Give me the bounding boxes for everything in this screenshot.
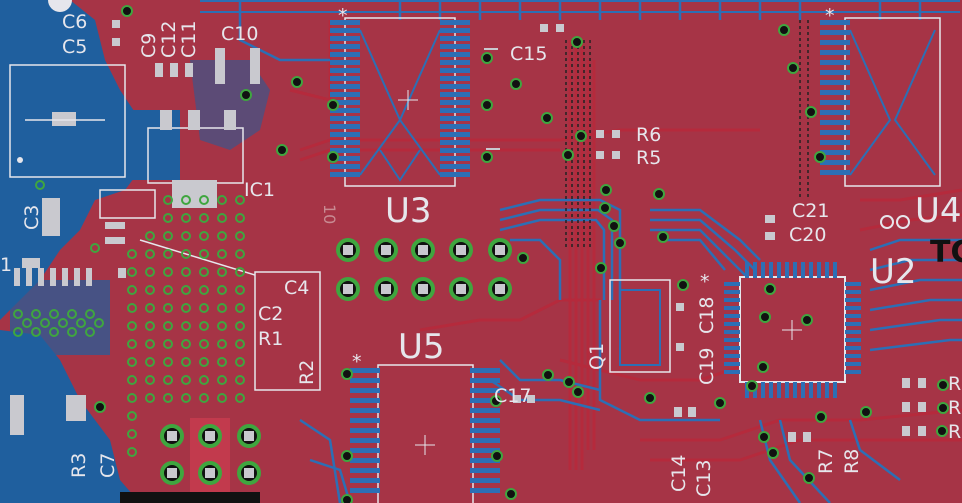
edge-ring-pads — [48, 0, 910, 229]
pin-header-6 — [120, 418, 261, 503]
label-c19: C19 — [696, 348, 718, 385]
bottom-copper-regions — [0, 0, 270, 503]
power-inductor-footprint — [9, 64, 126, 178]
label-r5: R5 — [636, 147, 661, 169]
via-field — [13, 180, 245, 457]
q1-crystal-footprint — [609, 279, 671, 373]
label-c10: C10 — [221, 23, 258, 45]
label-header-10: 10 — [320, 204, 339, 224]
label-q1: Q1 — [586, 343, 608, 370]
svg-text:*: * — [352, 351, 362, 373]
label-u2: U2 — [870, 252, 917, 292]
label-u4: U4 — [915, 191, 962, 231]
label-c11: C11 — [178, 21, 200, 58]
svg-text:*: * — [825, 5, 835, 27]
label-r8: R8 — [841, 449, 863, 474]
label-ic1: IC1 — [244, 179, 275, 201]
signal-vias — [94, 5, 949, 503]
label-c17: C17 — [494, 385, 531, 407]
label-c14: C14 — [668, 455, 690, 492]
ic1-regulator-footprint — [147, 110, 244, 208]
label-r-edge-c: R — [948, 421, 961, 443]
c2-r1-r2-area — [99, 189, 321, 391]
svg-text:*: * — [338, 5, 348, 27]
label-c9: C9 — [138, 33, 160, 58]
svg-text:*: * — [700, 271, 710, 293]
bottom-layer-traces — [200, 0, 962, 503]
label-tc-fragment: TC — [930, 235, 962, 270]
u3-footprint: * — [330, 5, 470, 187]
label-c5: C5 — [62, 36, 87, 58]
pin-header-10 — [336, 238, 512, 301]
label-c18: C18 — [696, 297, 718, 334]
label-r2: R2 — [296, 360, 318, 385]
label-r7: R7 — [815, 449, 837, 474]
label-c21: C21 — [792, 200, 829, 222]
label-c6: C6 — [62, 11, 87, 33]
u2-footprint: * — [700, 262, 861, 398]
silkscreen-labels: U3 U4 U2 U5 TC IC1 C10 C6 C5 C15 R6 R5 C… — [0, 11, 962, 497]
label-u5: U5 — [398, 327, 445, 367]
label-c3: C3 — [21, 205, 43, 230]
label-c4: C4 — [284, 277, 309, 299]
label-r-edge-b: R — [948, 397, 961, 419]
label-c13: C13 — [693, 460, 715, 497]
label-c2: C2 — [258, 303, 283, 325]
label-c12: C12 — [158, 21, 180, 58]
label-u3: U3 — [385, 191, 432, 231]
label-r3: R3 — [68, 453, 90, 478]
label-r6: R6 — [636, 124, 661, 146]
label-edge-1: 1 — [0, 254, 12, 276]
label-c20: C20 — [789, 224, 826, 246]
label-r1: R1 — [258, 328, 283, 350]
label-c7: C7 — [97, 453, 119, 478]
label-r-edge-a: R — [948, 373, 961, 395]
u5-footprint: * — [350, 351, 500, 503]
u4-footprint: * — [820, 5, 941, 187]
label-c15: C15 — [510, 43, 547, 65]
smd-passives — [22, 20, 926, 442]
